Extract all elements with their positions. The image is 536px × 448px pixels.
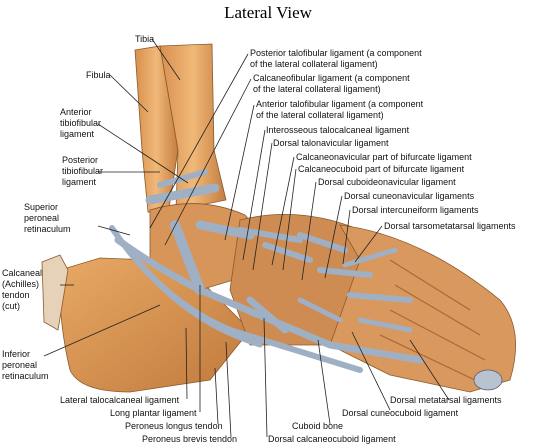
- label-lateral-talocalcaneal: Lateral talocalcaneal ligament: [60, 395, 180, 405]
- labels: Tibia Fibula Anterior tibiofibular ligam…: [2, 34, 516, 444]
- label-achilles-4: (cut): [2, 301, 20, 311]
- label-dorsal-talonavicular: Dorsal talonavicular ligament: [273, 138, 389, 148]
- label-calcaneofibular-2: of the lateral collateral ligament): [253, 84, 381, 94]
- label-long-plantar: Long plantar ligament: [110, 408, 197, 418]
- label-superior-peroneal-1: Superior: [24, 202, 58, 212]
- label-inferior-peroneal-2: peroneal: [2, 360, 37, 370]
- label-dorsal-cuneocuboid: Dorsal cuneocuboid ligament: [342, 408, 459, 418]
- label-dorsal-metatarsal: Dorsal metatarsal ligaments: [390, 395, 502, 405]
- label-calcaneofibular-1: Calcaneofibular ligament (a component: [253, 73, 410, 83]
- label-peroneus-brevis: Peroneus brevis tendon: [142, 434, 237, 444]
- label-inferior-peroneal-3: retinaculum: [2, 371, 49, 381]
- label-tibia: Tibia: [135, 34, 154, 44]
- label-anterior-talofibular-1: Anterior talofibular ligament (a compone…: [256, 99, 424, 109]
- label-inferior-peroneal-1: Inferior: [2, 349, 30, 359]
- label-dorsal-cuboideonavicular: Dorsal cuboideonavicular ligament: [318, 177, 456, 187]
- label-posterior-talofibular-1: Posterior talofibular ligament (a compon…: [250, 48, 422, 58]
- bone-illustration: [41, 43, 516, 393]
- leader-lines: [43, 38, 450, 438]
- label-dorsal-tarsometatarsal: Dorsal tarsometatarsal ligaments: [384, 221, 516, 231]
- label-anterior-talofibular-2: of the lateral collateral ligament): [256, 110, 384, 120]
- label-achilles-1: Calcaneal: [2, 268, 42, 278]
- label-posterior-tibiofibular-2: tibiofibular: [62, 166, 103, 176]
- label-anterior-tibiofibular-1: Anterior: [60, 107, 92, 117]
- label-dorsal-cuneonavicular: Dorsal cuneonavicular ligaments: [344, 191, 475, 201]
- label-achilles-2: (Achilles): [2, 279, 39, 289]
- label-posterior-talofibular-2: of the lateral collateral ligament): [250, 59, 378, 69]
- label-dorsal-calcaneocuboid: Dorsal calcaneocuboid ligament: [268, 434, 396, 444]
- label-cuboid-bone: Cuboid bone: [292, 421, 343, 431]
- label-posterior-tibiofibular-3: ligament: [62, 177, 97, 187]
- label-interosseous-talocalcaneal: Interosseous talocalcaneal ligament: [266, 125, 410, 135]
- label-calcaneocuboid-bifurcate: Calcaneocuboid part of bifurcate ligamen…: [298, 164, 465, 174]
- label-anterior-tibiofibular-3: ligament: [60, 129, 95, 139]
- label-achilles-3: tendon: [2, 290, 30, 300]
- label-fibula: Fibula: [86, 70, 111, 80]
- label-superior-peroneal-3: retinaculum: [24, 224, 71, 234]
- label-posterior-tibiofibular-1: Posterior: [62, 155, 98, 165]
- label-superior-peroneal-2: peroneal: [24, 213, 59, 223]
- label-calcaneonavicular: Calcaneonavicular part of bifurcate liga…: [296, 152, 472, 162]
- label-dorsal-intercuneiform: Dorsal intercuneiform ligaments: [352, 205, 479, 215]
- ligament-illustration: [109, 169, 424, 373]
- figure-title: Lateral View: [224, 3, 313, 22]
- label-anterior-tibiofibular-2: tibiofibular: [60, 118, 101, 128]
- label-peroneus-longus: Peroneus longus tendon: [125, 421, 223, 431]
